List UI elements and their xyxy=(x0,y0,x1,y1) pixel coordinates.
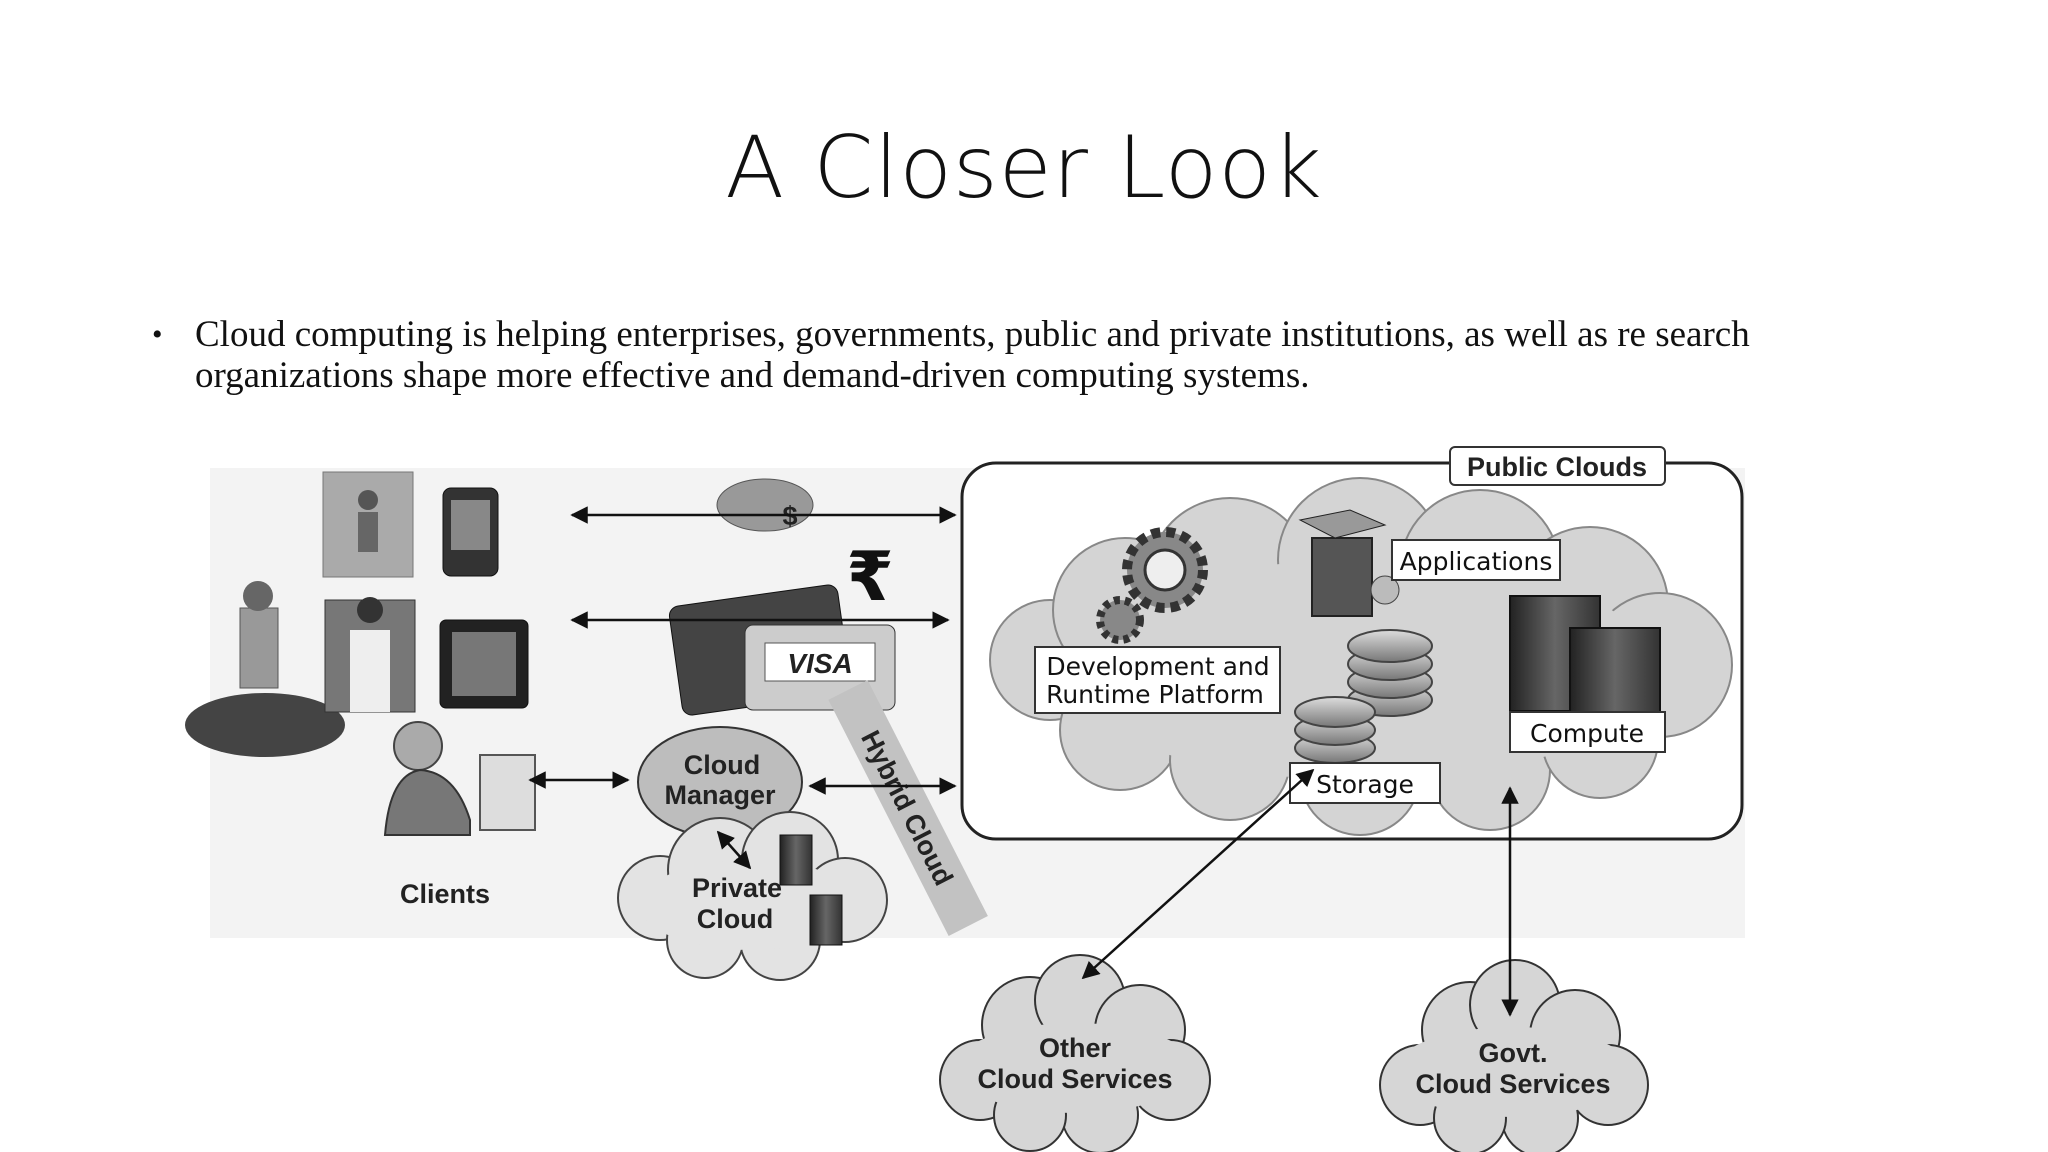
other-services-label-line2: Cloud Services xyxy=(977,1064,1172,1094)
private-cloud-label-line1: Private xyxy=(692,873,782,903)
applications-label-box xyxy=(1391,539,1561,581)
other-services-cloud-fill xyxy=(955,1023,1195,1113)
bullet-text: Cloud computing is helping enterprises, … xyxy=(195,314,1750,396)
slide-title: A Closer Look xyxy=(725,118,1323,218)
visa-text: VISA xyxy=(787,648,852,679)
gears-icon xyxy=(1096,527,1208,644)
applications-label: Applications xyxy=(1400,547,1553,576)
clients-label: Clients xyxy=(400,879,490,909)
cloud-manager-label-line2: Manager xyxy=(664,780,776,810)
govt-services-label-line1: Govt. xyxy=(1478,1038,1547,1068)
private-cloud-label-line2: Cloud xyxy=(697,904,773,934)
dev-platform-label-line2: Runtime Platform xyxy=(1046,680,1264,709)
public-clouds-label: Public Clouds xyxy=(1467,452,1647,482)
storage-disks-icon xyxy=(1294,629,1433,764)
dev-platform-label-line1: Development and xyxy=(1046,652,1269,681)
applications-box-icon xyxy=(1298,509,1400,617)
arrow-storage-other xyxy=(1081,768,1315,980)
govt-services-label-line2: Cloud Services xyxy=(1415,1069,1610,1099)
golfer-picture xyxy=(185,693,345,757)
govt-services-cloud-fill xyxy=(1393,1027,1633,1117)
storage-label: Storage xyxy=(1316,770,1414,799)
bullet-dot: • xyxy=(152,318,163,351)
dev-platform-label-box xyxy=(1034,646,1281,714)
client-pictures xyxy=(185,471,529,757)
public-clouds-label-box xyxy=(1449,446,1666,486)
money-icon: $ xyxy=(716,478,814,532)
private-server-icon-1 xyxy=(779,834,813,886)
arrow-manager-private xyxy=(716,830,752,870)
cloud-manager-label-line1: Cloud xyxy=(684,750,760,780)
compute-label-box xyxy=(1509,711,1666,753)
client-person-icon xyxy=(383,721,536,836)
compute-label: Compute xyxy=(1530,719,1644,748)
other-services-label-line1: Other xyxy=(1039,1033,1112,1063)
private-server-icon-2 xyxy=(809,894,843,946)
rupee-sign: ₹ xyxy=(846,538,893,617)
